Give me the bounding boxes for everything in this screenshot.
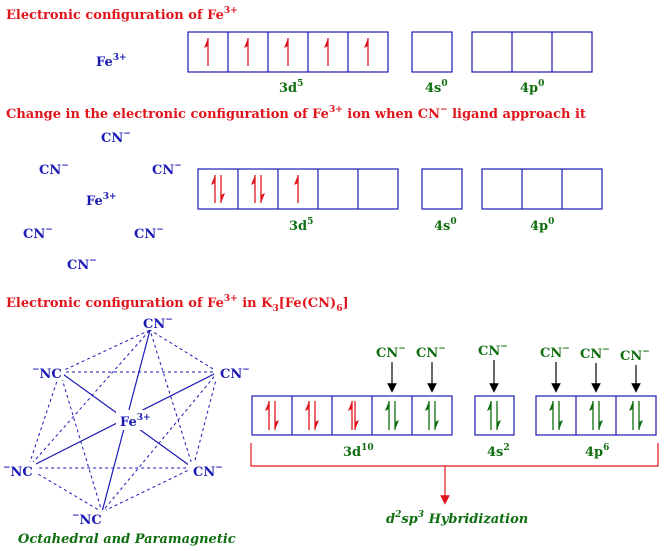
electron-up-arrowhead: [549, 401, 553, 411]
oct-ligand-bottom: −NC: [72, 511, 102, 528]
electron-up-arrowhead: [425, 401, 429, 411]
electron-up-arrowhead: [348, 401, 352, 411]
section3-4p-label: 4p6: [585, 443, 609, 460]
section2-4s-label: 4s0: [434, 217, 457, 234]
hybridization-bracket: [250, 443, 659, 505]
section2-4p-orbitals: [481, 168, 603, 210]
incoming-ligand-label: CN−: [540, 344, 570, 361]
electron-down-arrowhead: [395, 420, 399, 430]
incoming-ligand-label: CN−: [376, 344, 406, 361]
oct-ligand-top: CN−: [143, 315, 173, 332]
incoming-ligand-label: CN−: [620, 347, 650, 364]
octahedron-drawing: [27, 329, 219, 513]
electron-up-arrowhead: [487, 401, 491, 411]
incoming-ligand-label: CN−: [416, 344, 446, 361]
section2-ligand-lower-right: CN−: [134, 225, 164, 242]
section1-4p-label: 4p0: [520, 79, 544, 96]
oct-ligand-back-left: −NC: [32, 365, 62, 382]
oct-ligand-front-left: −NC: [3, 463, 33, 480]
section2-ligand-upper-left: CN−: [39, 161, 69, 178]
electron-up-arrowhead: [284, 38, 288, 48]
section3-4s-label: 4s2: [487, 443, 510, 460]
electron-down-arrowhead: [315, 420, 319, 430]
electron-down-arrowhead: [599, 420, 603, 430]
section3-4s-orbital: [474, 395, 515, 436]
section1-4p-orbitals: [471, 31, 593, 73]
section3-3d-label: 3d10: [343, 443, 374, 460]
section1-4s-label: 4s0: [425, 79, 448, 96]
section3-electrons: [265, 401, 643, 430]
electron-up-arrowhead: [244, 38, 248, 48]
electron-down-arrowhead: [261, 193, 265, 203]
section1-3d-label: 3d5: [279, 79, 303, 96]
incoming-ligand-label: CN−: [580, 345, 610, 362]
electron-up-arrowhead: [385, 401, 389, 411]
electron-down-arrowhead: [639, 420, 643, 430]
hybridization-caption: d2sp3 Hybridization: [386, 510, 528, 527]
section2-ligand-upper-right: CN−: [152, 161, 182, 178]
electron-down-arrowhead: [275, 420, 279, 430]
geometry-caption: Octahedral and Paramagnetic: [18, 532, 236, 547]
electron-down-arrowhead: [559, 420, 563, 430]
section3-4p-orbitals: [535, 395, 657, 436]
electron-down-arrowhead: [221, 193, 225, 203]
section2-title: Change in the electronic configuration o…: [6, 105, 586, 122]
electron-up-arrowhead: [629, 401, 633, 411]
incoming-ligands: CN− CN− CN− CN− CN− CN−: [376, 342, 650, 393]
incoming-ligand-label: CN−: [478, 342, 508, 359]
oct-fe-center: Fe3+: [120, 413, 151, 430]
section3-title: Electronic configuration of Fe3+ in K3[F…: [6, 294, 349, 314]
electron-up-arrowhead: [251, 175, 255, 185]
electron-down-arrowhead: [435, 420, 439, 430]
section2-ligand-top: CN−: [101, 129, 131, 146]
section2-4s-orbital: [421, 168, 463, 210]
electron-up-arrowhead: [364, 38, 368, 48]
electron-down-arrowhead: [355, 420, 359, 430]
electron-up-arrowhead: [204, 38, 208, 48]
electron-up-arrowhead: [305, 401, 309, 411]
electron-up-arrowhead: [589, 401, 593, 411]
electron-up-arrowhead: [294, 175, 298, 185]
oct-ligand-front-right: CN−: [193, 463, 223, 480]
section2-4p-label: 4p0: [530, 217, 554, 234]
section2-ligand-bottom: CN−: [67, 256, 97, 273]
electron-up-arrowhead: [324, 38, 328, 48]
oct-ligand-back-right: CN−: [220, 365, 250, 382]
section3-3d-orbitals: [251, 395, 453, 436]
section1-4s-orbital: [411, 31, 453, 73]
section2-3d-label: 3d5: [289, 217, 313, 234]
electron-up-arrowhead: [211, 175, 215, 185]
section1-3d-orbitals: [187, 31, 389, 73]
section1-title: Electronic configuration of Fe3+: [6, 6, 238, 23]
section2-fe-label: Fe3+: [86, 192, 117, 209]
electron-up-arrowhead: [265, 401, 269, 411]
section2-3d-orbitals: [197, 168, 399, 210]
electron-down-arrowhead: [497, 420, 501, 430]
section1-fe-label: Fe3+: [96, 53, 127, 70]
section2-ligand-lower-left: CN−: [23, 225, 53, 242]
